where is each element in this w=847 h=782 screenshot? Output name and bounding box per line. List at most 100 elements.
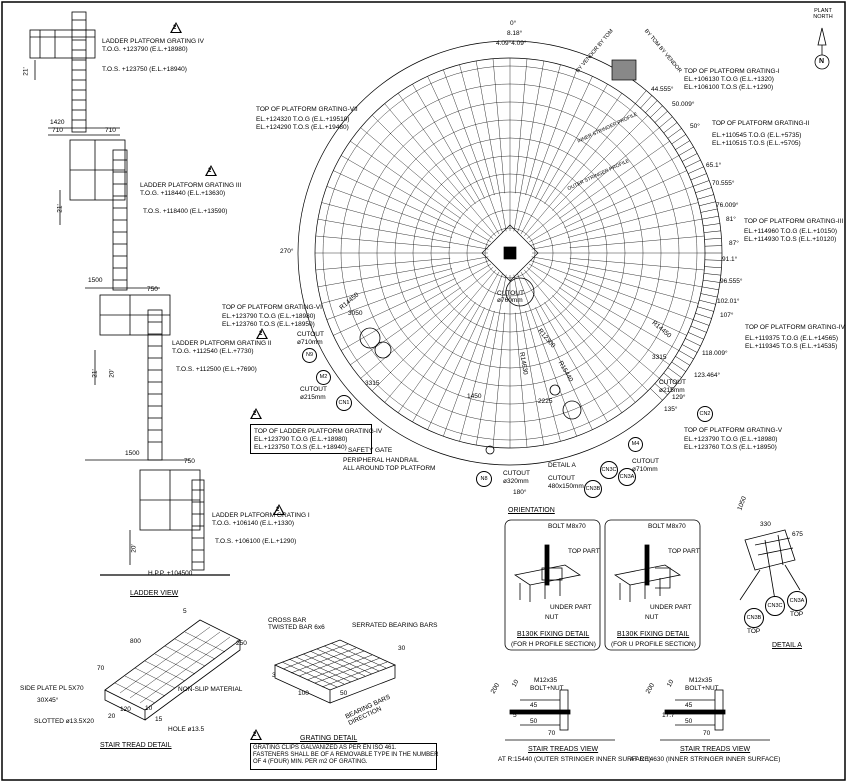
ladder-platform-i-tog: T.O.G. +106140 (E.L.+1330) [212, 520, 295, 527]
stair-dim: 10 [145, 705, 153, 712]
grating-note-1: GRATING CLIPS GALVANIZED AS PER EN ISO 4… [253, 745, 397, 751]
ladder-platform-iv-tog: T.O.G. +123790 (E.L.+18980) [102, 46, 188, 53]
radial-beam [371, 295, 468, 392]
ladder-platform-iii-tog: T.O.G. +118440 (E.L.+13630) [140, 190, 226, 197]
top-part-label: TOP PART [568, 548, 600, 555]
radial-beam [559, 287, 670, 366]
radial-beam [315, 235, 451, 248]
stair-dim: 70 [97, 665, 105, 672]
radial-beam [321, 202, 453, 238]
radial-beam [567, 268, 699, 304]
north-arrow [814, 27, 830, 70]
stair-dim: 120 [120, 706, 131, 713]
stair-treads-view-1-sub: AT R:15440 (OUTER STRINGER INNER SURFACE… [498, 756, 651, 763]
detail-a-title: DETAIL A [772, 642, 802, 649]
radial-beam [535, 76, 593, 199]
stair-tread [704, 237, 722, 240]
stair-dim: 20 [108, 713, 116, 720]
stair-tread [697, 194, 714, 200]
ladder-grating-title: TOP OF LADDER PLATFORM GRATING-IV [254, 428, 383, 435]
radial-beam [350, 140, 461, 219]
radial-beam [326, 260, 490, 320]
platform-plan [297, 40, 723, 466]
platform-ii-title: TOP OF PLATFORM GRATING-II [712, 120, 810, 127]
radial-beam [321, 268, 453, 304]
platform-vi-l2: EL.+123760 T.O.S (E.L.+18950) [222, 321, 315, 328]
angle-label: 50° [690, 123, 700, 130]
detail-a-cn3a: CN3A [787, 591, 807, 611]
top-part-label: TOP PART [668, 548, 700, 555]
cutout-label: CUTOUT [659, 379, 686, 386]
cutout-label: CUTOUT [548, 475, 575, 482]
ladder-grating-l2: EL.+123750 T.O.S (E.L.+18940) [254, 444, 347, 451]
radial-beam [443, 69, 503, 233]
platform-iii-l2: EL.+114930 T.O.S (E.L.+10120) [744, 236, 837, 243]
angle-label: 135° [664, 406, 678, 413]
radial-beam [528, 155, 679, 243]
nozzle-n8: N8 [476, 471, 492, 487]
under-part-label: UNDER PART [550, 604, 592, 611]
stair-dim: 15 [155, 716, 163, 723]
dim-20ft: 20' [130, 544, 138, 553]
radial-beam [384, 103, 497, 237]
radius-label: 3315 [652, 354, 667, 361]
platform-iv-title: TOP OF PLATFORM GRATING-IV [745, 324, 845, 331]
angle-label: 107° [720, 312, 734, 319]
nozzle-cn3c: CN3C [600, 461, 618, 479]
platform-iv-l1: EL.+119375 T.O.G (E.L.+14565) [745, 335, 838, 342]
radial-beam [564, 170, 687, 228]
cross-bar-label: CROSS BAR [268, 617, 307, 624]
ladder-view-title: LADDER VIEW [130, 590, 179, 597]
dim-750: 750 [184, 458, 195, 465]
angle-label: 87° [729, 240, 739, 247]
nozzle-cn1: CN1 [336, 395, 352, 411]
cutout-circle [505, 277, 535, 307]
stair-tread [685, 159, 701, 168]
ladder-platform-ii-tog: T.O.G. +112540 (E.L.+7730) [172, 348, 254, 355]
radial-beam [544, 302, 623, 413]
platform-v-l1: EL.+123790 T.O.G (E.L.+18980) [684, 436, 778, 443]
ladder-platform-iii-title: LADDER PLATFORM GRATING III [140, 182, 242, 189]
stair-tread [678, 146, 694, 156]
grating-drawing [273, 639, 397, 704]
grating-detail-title: GRATING DETAIL [300, 735, 358, 742]
twisted-bar-label: TWISTED BAR 6x6 [268, 624, 325, 631]
radial-beam [360, 266, 494, 379]
stair-tread [704, 266, 722, 269]
stair-tread [654, 383, 668, 396]
radial-beam [492, 58, 505, 194]
orientation-title: ORIENTATION [508, 507, 555, 514]
platform-vi-title: TOP OF PLATFORM GRATING-VI [222, 304, 322, 311]
radial-beam [569, 235, 705, 248]
slotted-label: SLOTTED ø13.5X20 [34, 718, 94, 725]
rev-number: 2 [253, 732, 257, 738]
stair-tread [690, 173, 707, 181]
radial-beam [475, 274, 507, 446]
tread-bolt: M12x35 [689, 677, 713, 684]
ladder-view [29, 11, 230, 576]
cutout-circle [485, 445, 495, 455]
radial-beam [326, 186, 490, 246]
nut-label: NUT [645, 614, 659, 621]
radial-beam [317, 256, 489, 288]
cutout-value: ø710mm [632, 466, 658, 473]
rev-number: 2 [276, 507, 280, 513]
dim-21ft: 21' [91, 369, 99, 378]
ladder-platform-iv-tos: T.O.S. +123750 (E.L.+18940) [102, 66, 187, 73]
radial-beam [333, 170, 456, 228]
grating-note-box [250, 743, 437, 770]
stair-tread [690, 325, 707, 333]
radius-label: 3315 [365, 380, 380, 387]
radius-label: 2225 [538, 398, 553, 405]
platform-v-title: TOP OF PLATFORM GRATING-V [684, 427, 783, 434]
tread-bolt-nut: BOLT+NUT [530, 685, 564, 692]
radial-beam [567, 202, 699, 238]
grating-dim: 100 [298, 690, 309, 697]
tread-dim: 5 [513, 712, 517, 719]
stair-tread [703, 223, 720, 227]
angle-label: 102.01° [717, 298, 740, 305]
detail-a-dim: 330 [760, 521, 771, 528]
cutout-label: CUTOUT [297, 331, 324, 338]
stair-tread [699, 299, 716, 305]
